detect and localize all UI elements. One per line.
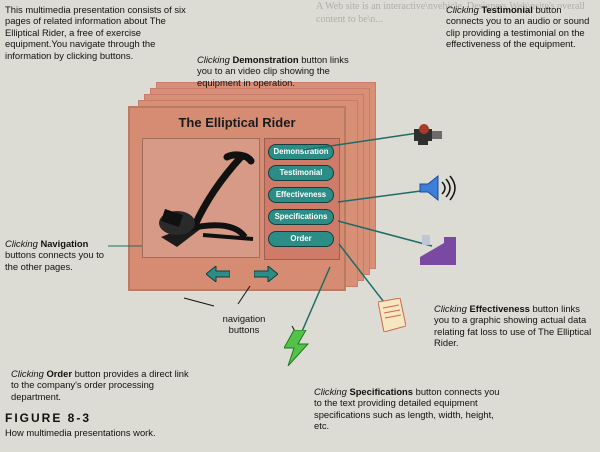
specifications-caption-post: button connects you to the text providin… (314, 386, 500, 432)
demonstration-caption-post: button links you to an video clip showin… (197, 54, 349, 88)
testimonial-caption-pre: Clicking (446, 4, 479, 15)
navigation-caption-post: buttons connects you to the other pages. (5, 249, 105, 272)
effectiveness-caption-key: Effectiveness (469, 303, 530, 314)
bar-graphic-icon (420, 235, 456, 265)
figure-subtitle: How multimedia presentations work. (5, 427, 156, 438)
presentation-main-page: The Elliptical Rider Demonstration Testi… (128, 106, 346, 291)
order-caption-post: button provides a direct link to the com… (11, 368, 189, 402)
specifications-caption-pre: Clicking (314, 386, 347, 397)
order-caption-pre: Clicking (11, 368, 44, 379)
demonstration-caption-key: Demonstration (232, 54, 299, 65)
order-caption: Clicking Order button provides a direct … (11, 368, 195, 402)
testimonial-caption-post: button connects you to an audio or sound… (446, 4, 590, 50)
text-document-icon (378, 298, 406, 332)
effectiveness-button[interactable]: Effectiveness (268, 187, 334, 203)
specifications-button[interactable]: Specifications (268, 209, 334, 225)
background-page-text: A Web site is an interactive\nvehicle. D… (316, 1, 588, 26)
testimonial-caption: Clicking Testimonial button connects you… (446, 4, 596, 50)
lightning-bolt-icon (284, 330, 310, 366)
presentation-title: The Elliptical Rider (178, 115, 296, 130)
equipment-photo (142, 138, 260, 258)
specifications-caption: Clicking Specifications button connects … (314, 386, 504, 432)
demonstration-caption-pre: Clicking (197, 54, 230, 65)
order-caption-key: Order (46, 368, 72, 379)
order-button[interactable]: Order (268, 231, 334, 247)
demonstration-caption: Clicking Demonstration button links you … (197, 54, 361, 88)
speaker-icon (419, 174, 456, 202)
navigation-next-arrow-icon[interactable] (254, 266, 278, 282)
testimonial-button[interactable]: Testimonial (268, 165, 334, 181)
video-camera-icon (414, 124, 442, 145)
navigation-previous-arrow-icon[interactable] (206, 266, 230, 282)
effectiveness-caption: Clicking Effectiveness button links you … (434, 303, 594, 349)
effectiveness-caption-pre: Clicking (434, 303, 467, 314)
navigation-caption-key: Navigation (40, 238, 89, 249)
testimonial-caption-key: Testimonial (481, 4, 533, 15)
elliptical-machine-icon (143, 139, 259, 257)
navigation-buttons-label: navigation buttons (222, 313, 266, 336)
figure-label: FIGURE 8-3 (5, 411, 92, 425)
navigation-caption: Clicking Navigation buttons connects you… (5, 238, 107, 272)
effectiveness-caption-post: button links you to a graphic showing ac… (434, 303, 592, 349)
navigation-caption-pre: Clicking (5, 238, 38, 249)
intro-caption: This multimedia presentation consists of… (5, 4, 186, 61)
specifications-caption-key: Specifications (349, 386, 413, 397)
